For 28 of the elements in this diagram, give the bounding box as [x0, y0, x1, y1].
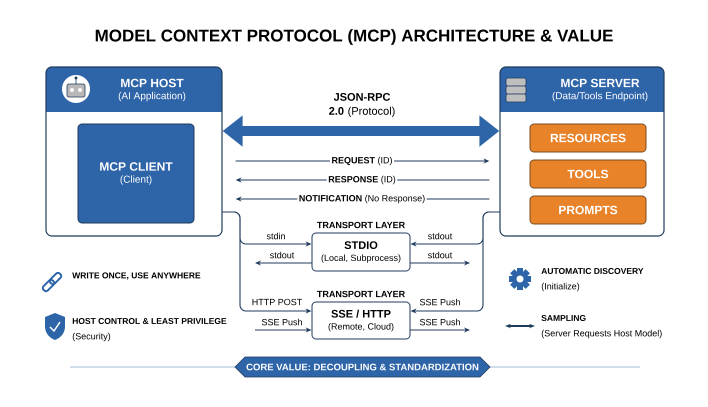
edge-label: NOTIFICATION (No Response)	[297, 193, 427, 205]
item-box: PROMPTS	[530, 196, 646, 224]
edge-label: stdin	[266, 232, 285, 240]
client-box: MCP CLIENT (Client)	[78, 124, 194, 224]
edge-label: JSON-RPC 2.0 (Protocol)	[329, 93, 395, 117]
node-label: TRANSPORT LAYER	[317, 222, 405, 228]
transport-box: TRANSPORT LAYER SSE / HTTP (Remote, Cloud)	[312, 290, 410, 340]
node-label: TRANSPORT LAYER	[317, 290, 405, 298]
feature-heading: SAMPLING	[541, 315, 586, 321]
transport-box: TRANSPORT LAYER STDIO (Local, Subprocess)	[312, 222, 410, 272]
edge-label: SSE Push	[420, 298, 460, 306]
feature-heading: WRITE ONCE, USE ANYWHERE	[72, 272, 200, 280]
title: MODEL CONTEXT PROTOCOL (MCP) ARCHITECTURE & VALUE	[96, 29, 613, 45]
item-box: RESOURCES	[530, 124, 646, 152]
edge-label: stdout	[428, 252, 452, 258]
edge-label: REQUEST (ID)	[330, 155, 394, 167]
feature-note: (Initialize)	[542, 282, 580, 292]
feature-heading: HOST CONTROL & LEAST PRIVILEGE	[72, 318, 226, 324]
feature-heading: AUTOMATIC DISCOVERY	[541, 268, 644, 274]
edge-label: stdout	[270, 252, 294, 258]
edge-label: RESPONSE (ID)	[326, 174, 398, 186]
edge-label: HTTP POST	[252, 298, 302, 306]
edge-label: SSE Push	[262, 318, 302, 326]
feature-note: (Security)	[72, 332, 110, 342]
item-box: TOOLS	[530, 160, 646, 188]
feature-note: (Server Requests Host Model)	[542, 330, 662, 338]
edge-label: stdout	[428, 232, 452, 240]
edge-label: SSE Push	[420, 318, 460, 326]
